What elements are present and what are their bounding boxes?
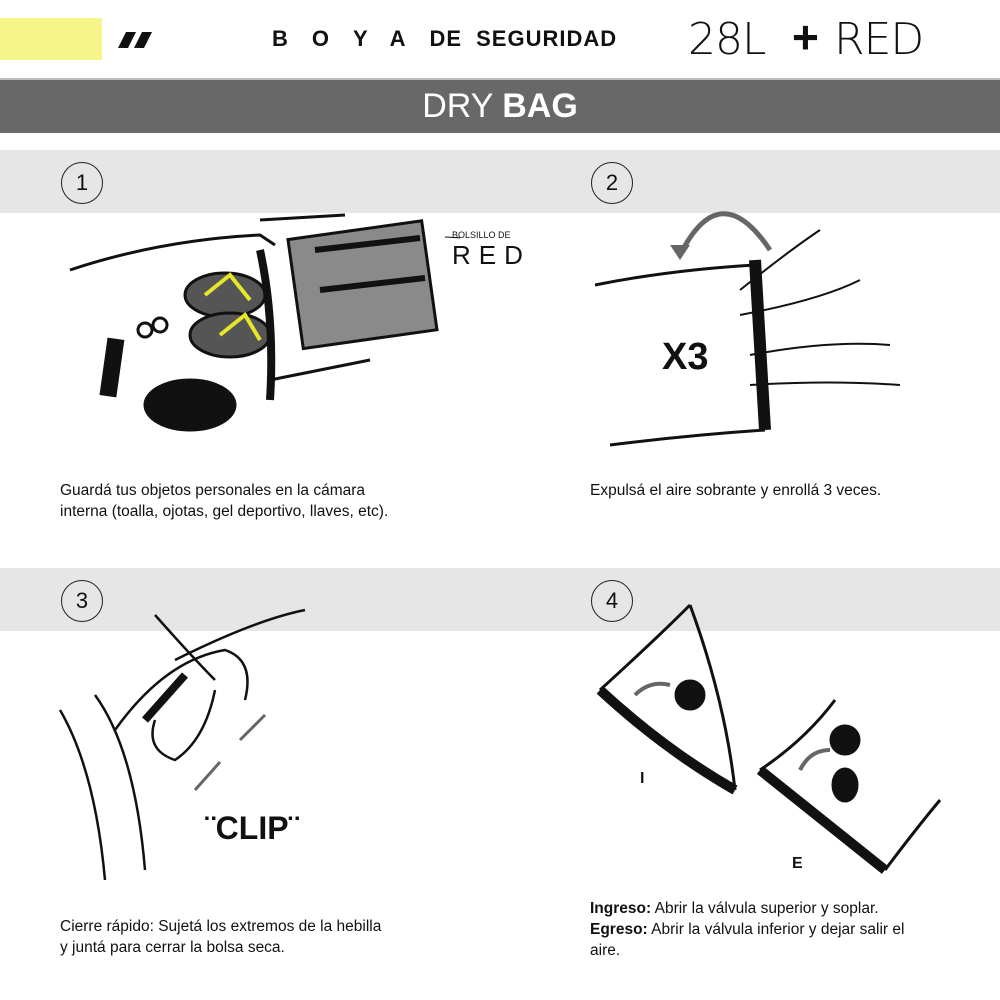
brand-color-block (0, 18, 102, 60)
brand-logo-icon (118, 32, 152, 48)
banner-bold: BAG (502, 87, 578, 125)
step-3-illustration (58, 608, 306, 881)
step-4-text: Ingreso: Abrir la válvula superior y sop… (590, 898, 920, 961)
step-3-number: 3 (61, 580, 103, 622)
step-band-bottom (0, 568, 1000, 631)
inflate-label: I (640, 770, 645, 787)
capacity-label: 28L (688, 14, 767, 65)
banner-light: DRY (422, 87, 493, 125)
step-1-number: 1 (61, 162, 103, 204)
net-pocket-label-small: BOLSILLO DE (452, 230, 511, 240)
banner: DRY BAG (0, 78, 1000, 133)
step-3-text: Cierre rápido: Sujetá los extremos de la… (60, 918, 382, 956)
step-2-illustration (594, 211, 901, 447)
clip-label: ¨CLIP¨ (205, 810, 300, 846)
egreso-label: Egreso: (590, 921, 648, 938)
net-pocket-label-large: RED (452, 240, 531, 270)
ingreso-text: Abrir la válvula superior y soplar. (651, 900, 879, 917)
step-2-number: 2 (591, 162, 633, 204)
step-4-number: 4 (591, 580, 633, 622)
plus-sign: + (792, 11, 819, 63)
step-4-illustration (596, 603, 942, 874)
step-2-text: Expulsá el aire sobrante y enrollá 3 vec… (590, 482, 882, 499)
step-1-text: Guardá tus objetos personales en la cáma… (60, 482, 389, 520)
step-1-illustration (69, 213, 460, 432)
step-band-top (0, 150, 1000, 213)
title-boya: BOYA (272, 26, 430, 51)
deflate-label: E (792, 855, 803, 872)
ingreso-label: Ingreso: (590, 900, 652, 917)
egreso-text: Abrir la válvula inferior y dejar salir … (590, 921, 905, 959)
roll-count-label: X3 (662, 336, 709, 378)
title-de: DE (429, 26, 463, 51)
title-seguridad: SEGURIDAD (476, 26, 618, 51)
extra-label: RED (834, 14, 924, 65)
product-title: BOYA DE SEGURIDAD (272, 26, 617, 52)
